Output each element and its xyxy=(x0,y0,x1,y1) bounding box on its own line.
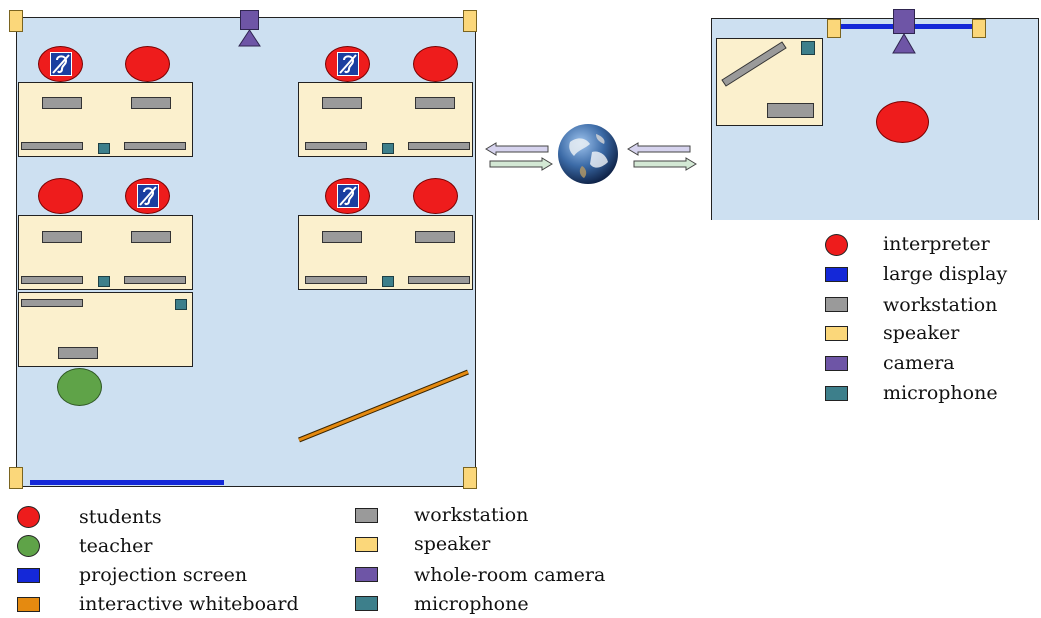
workstation-remote xyxy=(767,103,814,118)
legend-label-whiteboard: interactive whiteboard xyxy=(79,593,299,615)
legend-swatch-speaker xyxy=(355,537,378,552)
workstation xyxy=(21,299,83,307)
globe-icon xyxy=(558,124,618,184)
legend-label-projection-screen: projection screen xyxy=(79,564,248,586)
legend-label-microphone-remote: microphone xyxy=(883,382,998,404)
legend-swatch-whiteboard xyxy=(17,597,40,612)
legend-swatch-camera-remote xyxy=(825,356,848,371)
legend-label-large-display: large display xyxy=(883,263,1008,285)
workstation xyxy=(42,97,82,109)
speaker-bottom-left xyxy=(9,467,23,489)
legend-swatch-microphone-remote xyxy=(825,386,848,401)
legend-swatch-projection-screen xyxy=(17,568,40,583)
hearing-assistance-glyph xyxy=(52,54,70,74)
microphone xyxy=(382,143,394,154)
student xyxy=(125,46,170,82)
workstation-angled xyxy=(721,41,787,87)
microphone xyxy=(98,143,110,154)
legend-swatch-interpreter xyxy=(825,234,848,256)
workstation xyxy=(305,276,367,284)
camera-remote xyxy=(893,9,915,34)
legend-label-interpreter: interpreter xyxy=(883,233,990,255)
workstation xyxy=(21,142,83,150)
workstation xyxy=(42,231,82,243)
speaker-top-right xyxy=(463,10,477,32)
workstation xyxy=(124,142,186,150)
hearing-assistance-glyph xyxy=(339,54,357,74)
teacher xyxy=(57,368,102,406)
legend-swatch-workstation xyxy=(355,508,378,523)
legend-label-microphone: microphone xyxy=(414,593,529,615)
legend-label-whole-room-camera: whole-room camera xyxy=(414,564,606,586)
camera-remote-stand xyxy=(892,33,916,54)
network-arrows-right xyxy=(627,142,697,171)
student xyxy=(413,46,458,82)
legend-label-workstation: workstation xyxy=(414,504,529,526)
interactive-whiteboard xyxy=(298,369,469,443)
workstation xyxy=(131,97,171,109)
workstation xyxy=(415,231,455,243)
interpreter xyxy=(876,101,929,143)
projection-screen xyxy=(30,480,224,485)
speaker-bottom-right xyxy=(463,467,477,489)
workstation xyxy=(322,231,362,243)
legend-swatch-students xyxy=(17,506,40,528)
microphone xyxy=(98,276,110,287)
legend-swatch-teacher xyxy=(17,535,40,557)
workstation xyxy=(305,142,367,150)
speaker-remote-left xyxy=(827,19,841,38)
legend-label-teacher: teacher xyxy=(79,535,153,557)
legend-swatch-whole-room-camera xyxy=(355,567,378,582)
microphone xyxy=(382,276,394,287)
student xyxy=(38,178,83,214)
workstation xyxy=(408,276,470,284)
microphone xyxy=(175,299,187,310)
student xyxy=(413,178,458,214)
legend-label-workstation-remote: workstation xyxy=(883,294,998,316)
legend-swatch-workstation-remote xyxy=(825,297,848,312)
legend-label-speaker: speaker xyxy=(414,533,491,555)
workstation xyxy=(131,231,171,243)
workstation xyxy=(58,347,98,359)
speaker-top-left xyxy=(9,10,23,32)
workstation xyxy=(415,97,455,109)
workstation xyxy=(408,142,470,150)
legend-label-students: students xyxy=(79,506,162,528)
hearing-assistance-glyph xyxy=(339,186,357,206)
legend-swatch-speaker-remote xyxy=(825,326,848,341)
legend-swatch-microphone xyxy=(355,596,378,611)
workstation xyxy=(124,276,186,284)
workstation xyxy=(21,276,83,284)
legend-label-camera-remote: camera xyxy=(883,352,955,374)
whole-room-camera-stand xyxy=(238,29,261,47)
legend-label-speaker-remote: speaker xyxy=(883,322,960,344)
speaker-remote-right xyxy=(972,19,986,38)
microphone-remote xyxy=(801,41,815,55)
network-arrows-left xyxy=(485,142,553,171)
workstation xyxy=(322,97,362,109)
whole-room-camera xyxy=(240,10,259,30)
legend-swatch-large-display xyxy=(825,267,848,282)
hearing-assistance-glyph xyxy=(139,186,157,206)
